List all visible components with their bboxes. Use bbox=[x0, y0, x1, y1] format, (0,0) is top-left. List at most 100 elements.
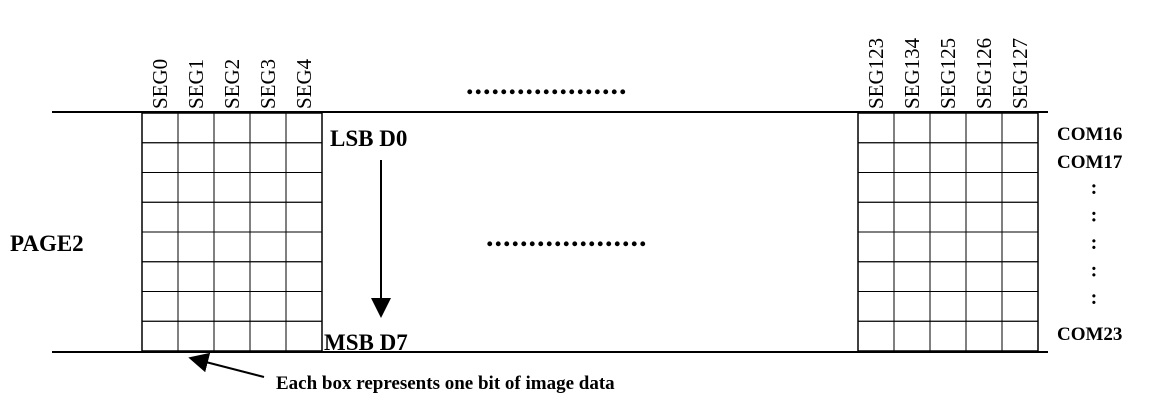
left-grid-cell bbox=[141, 291, 179, 322]
left-grid-cell bbox=[177, 112, 215, 144]
seg-left-labels: SEG0 SEG1 SEG2 SEG3 SEG4 bbox=[148, 58, 316, 109]
left-grid-cell bbox=[177, 172, 215, 203]
left-grid-cell bbox=[213, 231, 251, 263]
seg-left-label: SEG2 bbox=[220, 59, 244, 109]
right-grid-cell bbox=[965, 201, 1003, 233]
right-grid-cell bbox=[857, 142, 895, 173]
left-grid-cell bbox=[285, 231, 323, 263]
left-grid-cell bbox=[141, 112, 179, 144]
com-second-label: COM17 bbox=[1057, 152, 1123, 173]
right-grid-cell bbox=[857, 231, 895, 263]
right-grid-cell bbox=[929, 142, 967, 173]
right-grid-cell bbox=[893, 201, 931, 233]
right-grid-cell bbox=[929, 320, 967, 352]
seg-right-label: SEG123 bbox=[864, 38, 888, 109]
caption: Each box represents one bit of image dat… bbox=[276, 373, 615, 394]
left-grid-cell bbox=[177, 142, 215, 173]
com-last-label: COM23 bbox=[1057, 324, 1122, 345]
left-grid-cell bbox=[141, 172, 179, 203]
left-grid-cell bbox=[213, 320, 251, 352]
left-grid-cell bbox=[213, 142, 251, 173]
right-grid-cell bbox=[1001, 172, 1039, 203]
left-grid-cell bbox=[249, 231, 287, 263]
grid-right bbox=[857, 112, 1039, 352]
left-grid-cell bbox=[141, 231, 179, 263]
left-grid-cell bbox=[249, 172, 287, 203]
right-grid-cell bbox=[893, 112, 931, 144]
left-grid-cell bbox=[285, 201, 323, 233]
left-grid-cell bbox=[249, 261, 287, 292]
right-grid-cell bbox=[965, 142, 1003, 173]
left-grid-cell bbox=[177, 201, 215, 233]
right-grid-cell bbox=[857, 172, 895, 203]
left-grid-cell bbox=[285, 261, 323, 292]
left-grid-cell bbox=[285, 291, 323, 322]
right-grid-cell bbox=[929, 201, 967, 233]
left-grid-cell bbox=[177, 320, 215, 352]
right-grid-cell bbox=[965, 172, 1003, 203]
right-grid-cell bbox=[929, 231, 967, 263]
seg-right-label: SEG134 bbox=[900, 37, 924, 109]
left-grid-cell bbox=[177, 291, 215, 322]
right-grid-cell bbox=[965, 231, 1003, 263]
left-grid-cell bbox=[141, 320, 179, 352]
right-grid-cell bbox=[929, 291, 967, 322]
right-grid-cell bbox=[893, 172, 931, 203]
right-grid-cell bbox=[929, 112, 967, 144]
com-dots: ::::: bbox=[1091, 177, 1098, 309]
right-grid-cell bbox=[893, 142, 931, 173]
com-dot: : bbox=[1091, 260, 1098, 282]
left-grid-cell bbox=[177, 231, 215, 263]
right-grid-cell bbox=[1001, 112, 1039, 144]
com-dot: : bbox=[1091, 177, 1098, 199]
left-grid-cell bbox=[141, 201, 179, 233]
left-grid-cell bbox=[249, 320, 287, 352]
caption-pointer-arrow bbox=[188, 352, 265, 378]
msb-label: MSB D7 bbox=[324, 330, 408, 355]
seg-left-label: SEG4 bbox=[292, 58, 316, 109]
right-grid-cell bbox=[929, 172, 967, 203]
right-grid-cell bbox=[893, 261, 931, 292]
right-grid-cell bbox=[893, 231, 931, 263]
left-grid-cell bbox=[177, 261, 215, 292]
right-grid-cell bbox=[893, 320, 931, 352]
com-dot: : bbox=[1091, 287, 1098, 309]
left-grid-cell bbox=[141, 261, 179, 292]
right-grid-cell bbox=[1001, 142, 1039, 173]
right-grid-cell bbox=[1001, 231, 1039, 263]
right-grid-cell bbox=[857, 201, 895, 233]
seg-left-label: SEG0 bbox=[148, 59, 172, 109]
right-grid-cell bbox=[1001, 320, 1039, 352]
seg-right-label: SEG126 bbox=[972, 38, 996, 109]
left-grid-cell bbox=[213, 291, 251, 322]
right-grid-cell bbox=[1001, 261, 1039, 292]
left-grid-outline bbox=[141, 112, 323, 352]
seg-left-label: SEG1 bbox=[184, 59, 208, 109]
right-grid-cell bbox=[1001, 291, 1039, 322]
com-dot: : bbox=[1091, 232, 1098, 254]
right-grid-cell bbox=[965, 320, 1003, 352]
left-grid-cell bbox=[285, 142, 323, 173]
left-grid-cell bbox=[213, 201, 251, 233]
top-ellipsis: ................... bbox=[466, 68, 628, 101]
left-grid-cell bbox=[249, 291, 287, 322]
right-grid-cell bbox=[857, 261, 895, 292]
right-grid-cell bbox=[1001, 201, 1039, 233]
com-first-label: COM16 bbox=[1057, 124, 1122, 145]
right-grid-cell bbox=[929, 261, 967, 292]
right-grid-cell bbox=[893, 291, 931, 322]
left-grid-cell bbox=[213, 112, 251, 144]
left-grid-cell bbox=[285, 320, 323, 352]
right-grid-outline bbox=[857, 112, 1039, 352]
seg-right-label: SEG127 bbox=[1008, 38, 1032, 109]
middle-ellipsis: ................... bbox=[486, 220, 648, 253]
right-grid-cell bbox=[857, 291, 895, 322]
left-grid-cell bbox=[285, 172, 323, 203]
left-grid-cell bbox=[141, 142, 179, 173]
left-grid-cell bbox=[249, 142, 287, 173]
grid-left bbox=[141, 112, 323, 352]
seg-left-label: SEG3 bbox=[256, 59, 280, 109]
left-grid-cell bbox=[249, 112, 287, 144]
